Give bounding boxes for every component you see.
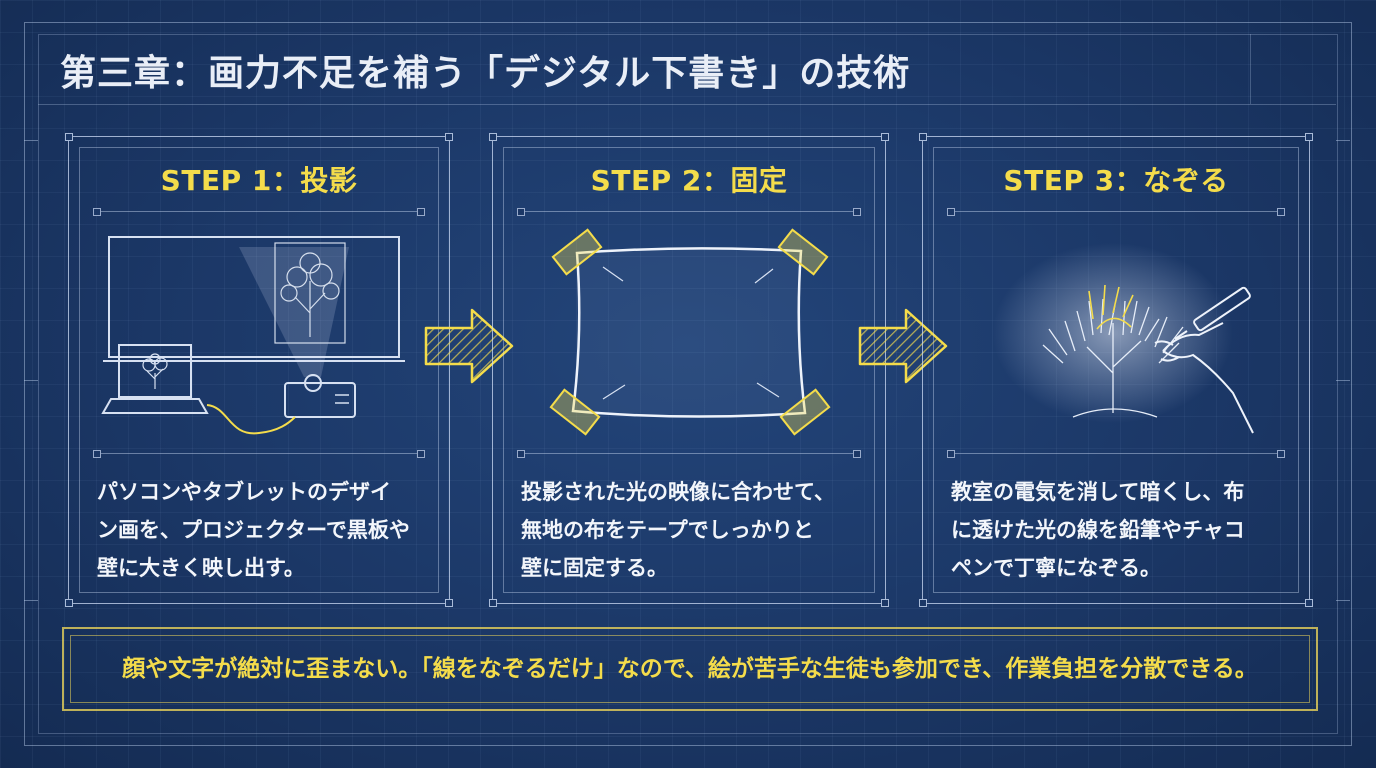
step-1-panel: STEP 1：投影 パソコンやタブレットのデザイ ン画を、プロジェクタ xyxy=(65,133,453,607)
divider-line xyxy=(517,208,861,216)
step-3-description: 教室の電気を消して暗くし、布 に透けた光の線を鉛筆やチャコ ペンで丁寧になぞる。 xyxy=(951,473,1287,587)
right-arrow-icon xyxy=(858,308,948,384)
inner-frame xyxy=(38,34,1338,734)
taped-cloth-illustration xyxy=(549,228,831,436)
edge-tick xyxy=(1336,380,1350,381)
step-1-line-2: ン画を、プロジェクターで黒板や xyxy=(97,518,410,542)
outer-frame xyxy=(24,22,1352,746)
edge-tick xyxy=(1336,140,1350,141)
summary-banner: 顔や文字が絶対に歪まない。「線をなぞるだけ」なので、絵が苦手な生徒も参加でき、作… xyxy=(62,627,1318,711)
corner-mark xyxy=(489,599,497,607)
title-rule xyxy=(38,104,1336,105)
step-2-line-2: 無地の布をテープでしっかりと xyxy=(521,518,814,542)
projector-laptop-illustration xyxy=(101,236,405,435)
edge-tick xyxy=(1336,600,1350,601)
corner-mark xyxy=(919,599,927,607)
corner-mark xyxy=(881,599,889,607)
panel-inner-frame xyxy=(503,147,875,593)
corner-mark xyxy=(919,133,927,141)
page-title: 第三章：画力不足を補う「デジタル下書き」の技術 xyxy=(60,53,911,94)
step-3-panel: STEP 3：なぞる xyxy=(919,133,1313,607)
step-3-line-1: 教室の電気を消して暗くし、布 xyxy=(951,480,1245,504)
divider-line xyxy=(947,450,1285,458)
banner-inner-frame xyxy=(70,635,1310,703)
edge-tick xyxy=(24,380,38,381)
summary-banner-text: 顔や文字が絶対に歪まない。「線をなぞるだけ」なので、絵が苦手な生徒も参加でき、作… xyxy=(122,656,1258,682)
corner-mark xyxy=(445,599,453,607)
step-2-description: 投影された光の映像に合わせて、 無地の布をテープでしっかりと 壁に固定する。 xyxy=(521,473,863,587)
step-3-line-3: ペンで丁寧になぞる。 xyxy=(951,556,1161,580)
step-1-line-3: 壁に大きく映し出す。 xyxy=(97,556,305,580)
step-1-title: STEP 1：投影 xyxy=(160,164,358,197)
hand-tracing-illustration xyxy=(993,243,1254,434)
title-tick xyxy=(1250,34,1251,104)
divider-line xyxy=(93,450,425,458)
step-1-description: パソコンやタブレットのデザイ ン画を、プロジェクターで黒板や 壁に大きく映し出す… xyxy=(97,473,427,587)
step-3-line-2: に透けた光の線を鉛筆やチャコ xyxy=(951,518,1245,542)
corner-mark xyxy=(445,133,453,141)
divider-line xyxy=(517,450,861,458)
divider-line xyxy=(947,208,1285,216)
divider-line xyxy=(93,208,425,216)
corner-mark xyxy=(65,133,73,141)
panel-inner-frame xyxy=(79,147,439,593)
edge-tick xyxy=(24,140,38,141)
corner-mark xyxy=(1305,133,1313,141)
step-2-panel: STEP 2：固定 投影された光の映像に合わせて、 無地の布をテープでしっかりと… xyxy=(489,133,889,607)
corner-mark xyxy=(881,133,889,141)
corner-mark xyxy=(1305,599,1313,607)
step-3-title: STEP 3：なぞる xyxy=(1003,164,1229,197)
step-1-line-1: パソコンやタブレットのデザイ xyxy=(97,480,391,504)
step-2-title: STEP 2：固定 xyxy=(590,164,788,197)
step-2-line-3: 壁に固定する。 xyxy=(521,556,668,580)
corner-mark xyxy=(65,599,73,607)
corner-mark xyxy=(489,133,497,141)
edge-tick xyxy=(24,600,38,601)
step-2-line-1: 投影された光の映像に合わせて、 xyxy=(521,480,835,504)
panel-inner-frame xyxy=(933,147,1299,593)
